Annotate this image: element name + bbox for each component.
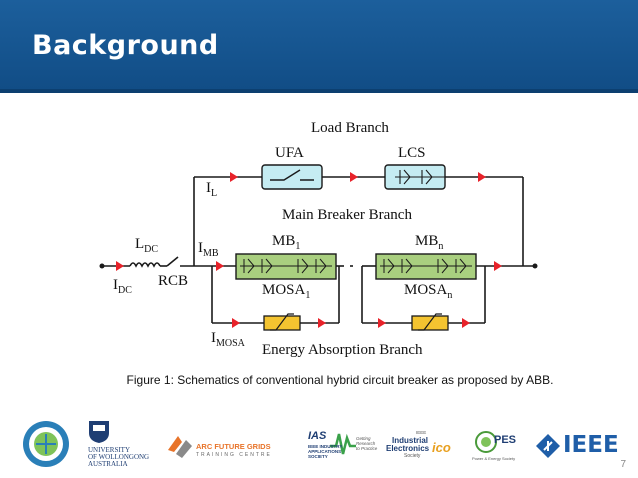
label-lcs: LCS <box>398 145 426 161</box>
hybrid-breaker-schematic: Load Branch UFA LCS IL Main Breaker Bran… <box>99 120 538 358</box>
ies-industrial: Industrial <box>392 436 429 445</box>
label-load-branch: Load Branch <box>311 120 389 136</box>
label-idc: IDC <box>113 277 132 296</box>
uow-logo: UNIVERSITY OF WOLLONGONG AUSTRALIA <box>88 420 158 468</box>
slide-title: Background <box>32 30 219 61</box>
label-mosan: MOSAn <box>404 282 452 301</box>
sponsor-logo-strip: UNIVERSITY OF WOLLONGONG AUSTRALIA ARC F… <box>0 412 638 478</box>
label-mbn: MBn <box>415 233 443 252</box>
uow-text: UNIVERSITY OF WOLLONGONG AUSTRALIA <box>88 446 150 468</box>
ias-pulse-icon <box>330 433 356 455</box>
pes-globe-icon <box>475 431 497 453</box>
current-arrows <box>116 172 502 328</box>
ieee-diamond-icon <box>536 434 560 458</box>
pes-text: PES <box>494 434 517 446</box>
mb1-module <box>235 253 337 280</box>
ies-society: Society <box>404 453 421 459</box>
ias-logo: IAS IEEE INDUSTRY APPLICATIONS SOCIETY G… <box>308 430 378 466</box>
ias-society-text: IEEE INDUSTRY APPLICATIONS SOCIETY <box>308 444 343 459</box>
uow-crest-icon <box>89 421 109 443</box>
arc-title: ARC FUTURE GRIDS <box>196 442 271 451</box>
label-imb: IMB <box>198 240 219 259</box>
arc-grid-icon <box>168 436 192 458</box>
pes-tagline: Power & Energy Society <box>472 456 516 461</box>
mbn-module <box>375 253 477 280</box>
ies-electronics: Electronics <box>386 444 430 453</box>
lcs-switch <box>384 164 446 190</box>
label-energy-absorption-branch: Energy Absorption Branch <box>262 342 423 358</box>
label-ufa: UFA <box>275 145 304 161</box>
ieee-logo: IEEE <box>536 432 628 462</box>
ies-top: IEEE <box>416 430 427 435</box>
mosa-absorber-1 <box>263 313 301 331</box>
label-rcb: RCB <box>158 273 188 289</box>
label-imosa: IMOSA <box>211 330 246 349</box>
label-mb1: MB1 <box>272 233 300 252</box>
ieee-etfs-seal-icon <box>23 421 69 467</box>
label-ldc: LDC <box>135 236 158 255</box>
ieee-text: IEEE <box>563 432 619 458</box>
figure-caption: Figure 1: Schematics of conventional hyb… <box>126 373 554 387</box>
ufa-switch <box>261 164 323 190</box>
label-mosa1: MOSA1 <box>262 282 310 301</box>
label-il: IL <box>206 180 217 199</box>
terminal-left <box>99 263 105 269</box>
slide-header: Background <box>0 0 638 93</box>
arc-future-grids-logo: ARC FUTURE GRIDS TRAINING CENTRE <box>166 432 286 466</box>
ias-tagline: Getting Research to Practice <box>356 436 378 451</box>
arc-subtitle: TRAINING CENTRE <box>196 452 272 458</box>
mosa-absorber-n <box>411 313 449 331</box>
circuit-wires <box>102 176 535 324</box>
pes-logo: PES Power & Energy Society <box>472 428 530 464</box>
ias-mark: IAS <box>308 430 327 442</box>
page-number: 7 <box>620 459 626 470</box>
label-main-breaker-branch: Main Breaker Branch <box>282 207 412 223</box>
ies-logo: IEEE Industrial Electronics Society ico <box>386 430 462 464</box>
terminal-right <box>532 263 538 269</box>
ies-ico-badge: ico <box>432 440 451 455</box>
